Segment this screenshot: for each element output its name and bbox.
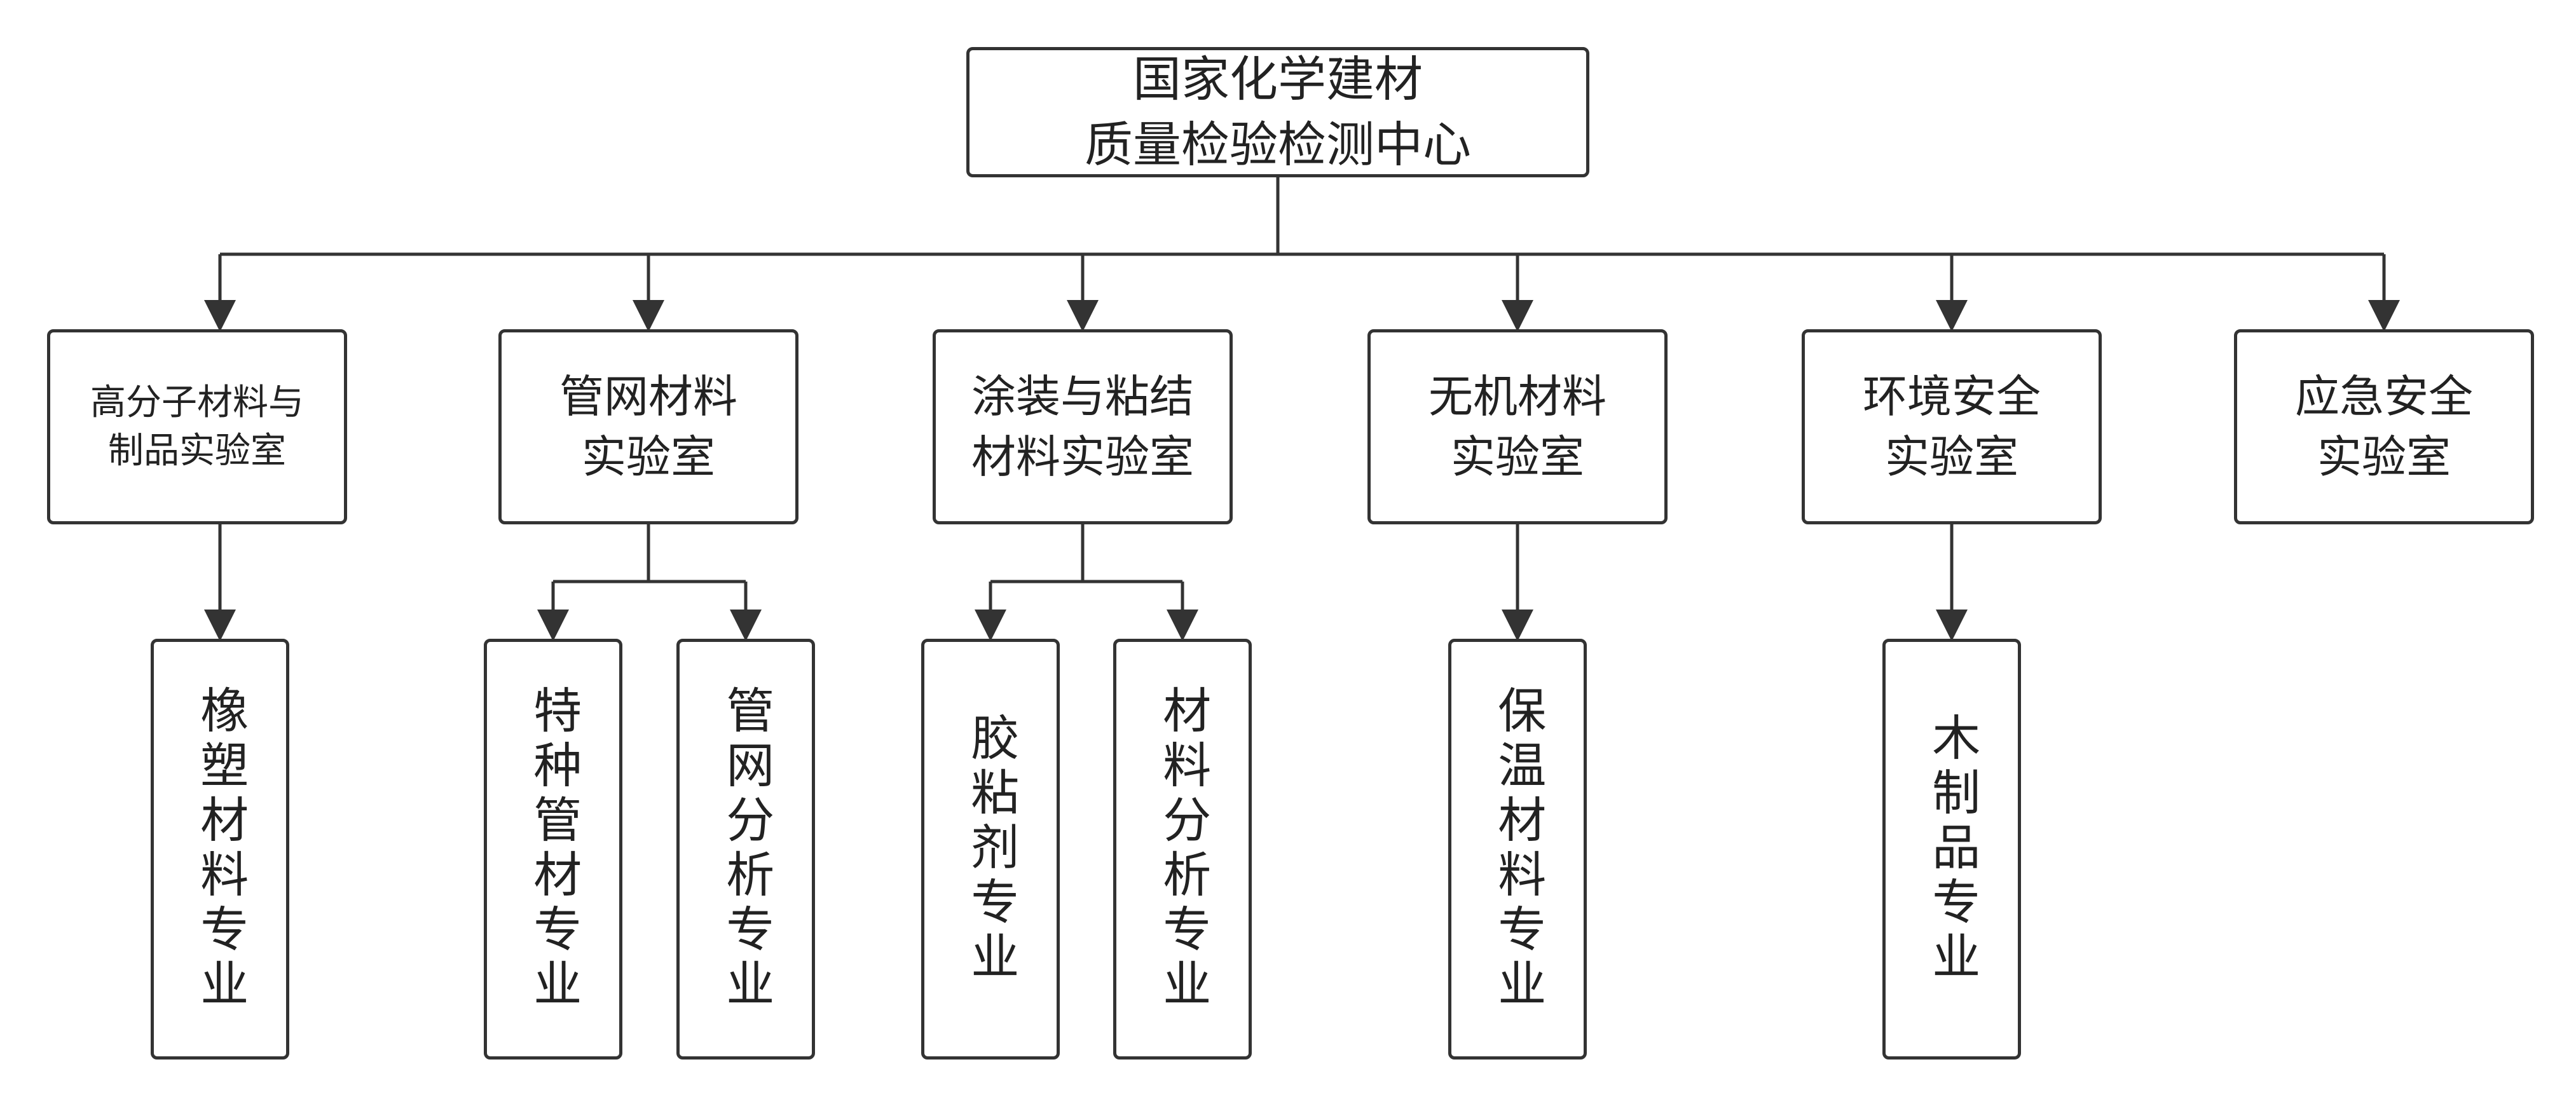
specialty-label: 管网分析专业 <box>718 685 775 1013</box>
lab-node-pipe-network: 管网材料 实验室 <box>498 329 798 524</box>
lab-node-emergency-safety: 应急安全 实验室 <box>2234 329 2534 524</box>
specialty-adhesive: 胶粘剂专业 <box>921 639 1060 1060</box>
specialty-label: 胶粘剂专业 <box>963 712 1020 986</box>
specialty-pipe-network-analysis: 管网分析专业 <box>676 639 815 1060</box>
specialty-rubber-plastic: 橡塑材料专业 <box>151 639 289 1060</box>
lab-node-polymer: 高分子材料与制品实验室 <box>47 329 347 524</box>
specialty-label: 特种管材专业 <box>525 685 582 1013</box>
lab-node-inorganic: 无机材料 实验室 <box>1367 329 1668 524</box>
specialty-special-pipe: 特种管材专业 <box>484 639 622 1060</box>
lab-label: 无机材料 <box>1428 371 1607 423</box>
specialty-material-analysis: 材料分析专业 <box>1113 639 1252 1060</box>
lab-label-line2: 实验室 <box>1451 430 1584 483</box>
lab-label-line2: 实验室 <box>2317 430 2451 483</box>
lab-label-line2: 实验室 <box>582 430 715 483</box>
lab-label-line2: 实验室 <box>1885 430 2018 483</box>
lab-node-coating-adhesive: 涂装与粘结 材料实验室 <box>933 329 1233 524</box>
lab-label: 环境安全 <box>1863 371 2041 423</box>
lab-label: 高分子材料与制品实验室 <box>90 381 304 472</box>
lab-node-environment-safety: 环境安全 实验室 <box>1802 329 2102 524</box>
root-title-line1: 国家化学建材 <box>1133 50 1423 107</box>
lab-label-line2: 材料实验室 <box>971 430 1194 483</box>
specialty-label: 橡塑材料专业 <box>192 685 249 1013</box>
specialty-wood-products: 木制品专业 <box>1882 639 2021 1060</box>
specialty-label: 木制品专业 <box>1924 712 1981 986</box>
specialty-insulation: 保温材料专业 <box>1448 639 1587 1060</box>
root-node-center: 国家化学建材 质量检验检测中心 <box>966 47 1589 177</box>
specialty-label: 保温材料专业 <box>1490 685 1547 1013</box>
lab-label: 管网材料 <box>559 371 737 423</box>
lab-label: 涂装与粘结 <box>971 371 1194 423</box>
root-title-line2: 质量检验检测中心 <box>1085 116 1471 173</box>
lab-label: 应急安全 <box>2295 371 2473 423</box>
specialty-label: 材料分析专业 <box>1154 685 1212 1013</box>
